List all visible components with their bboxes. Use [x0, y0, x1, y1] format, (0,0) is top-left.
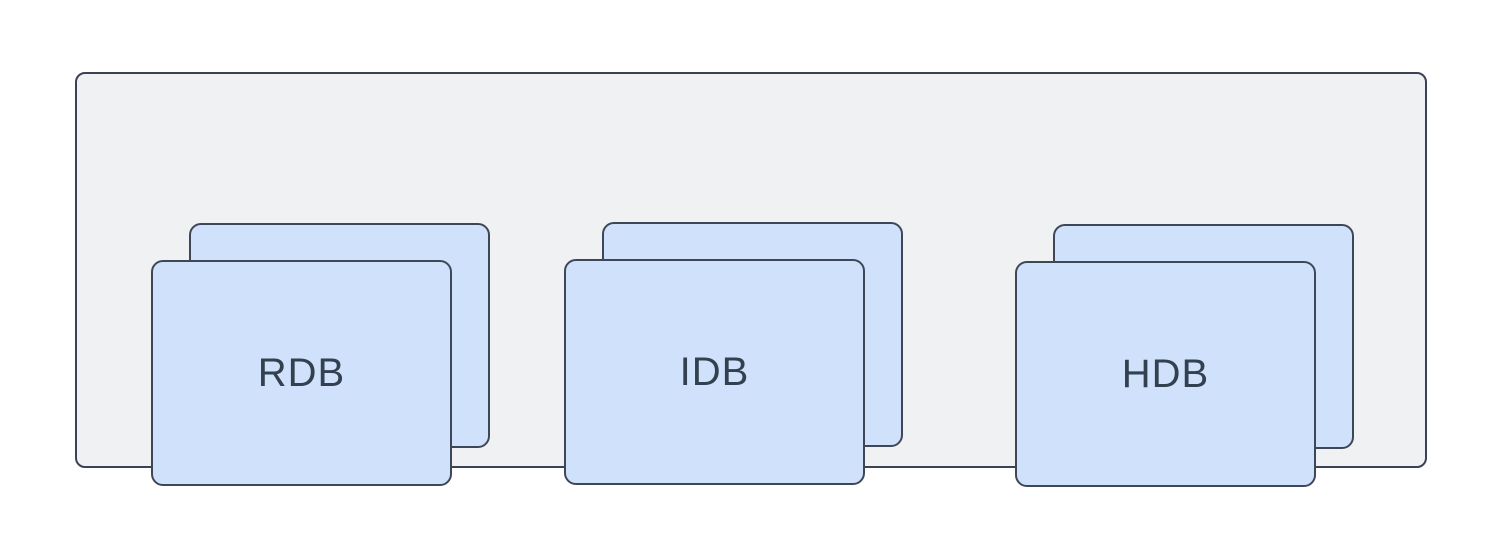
idb-label: IDB — [679, 349, 750, 394]
idb-card: IDB — [564, 259, 865, 485]
node-group-idb: IDB — [564, 222, 903, 485]
hdb-label: HDB — [1121, 351, 1210, 396]
outer-boundary-box: RDB IDB HDB — [75, 72, 1427, 487]
node-group-rdb: RDB — [151, 223, 490, 486]
node-group-hdb: HDB — [1015, 224, 1354, 487]
hdb-card: HDB — [1015, 261, 1316, 487]
rdb-label: RDB — [257, 350, 346, 395]
rdb-card: RDB — [151, 260, 452, 486]
